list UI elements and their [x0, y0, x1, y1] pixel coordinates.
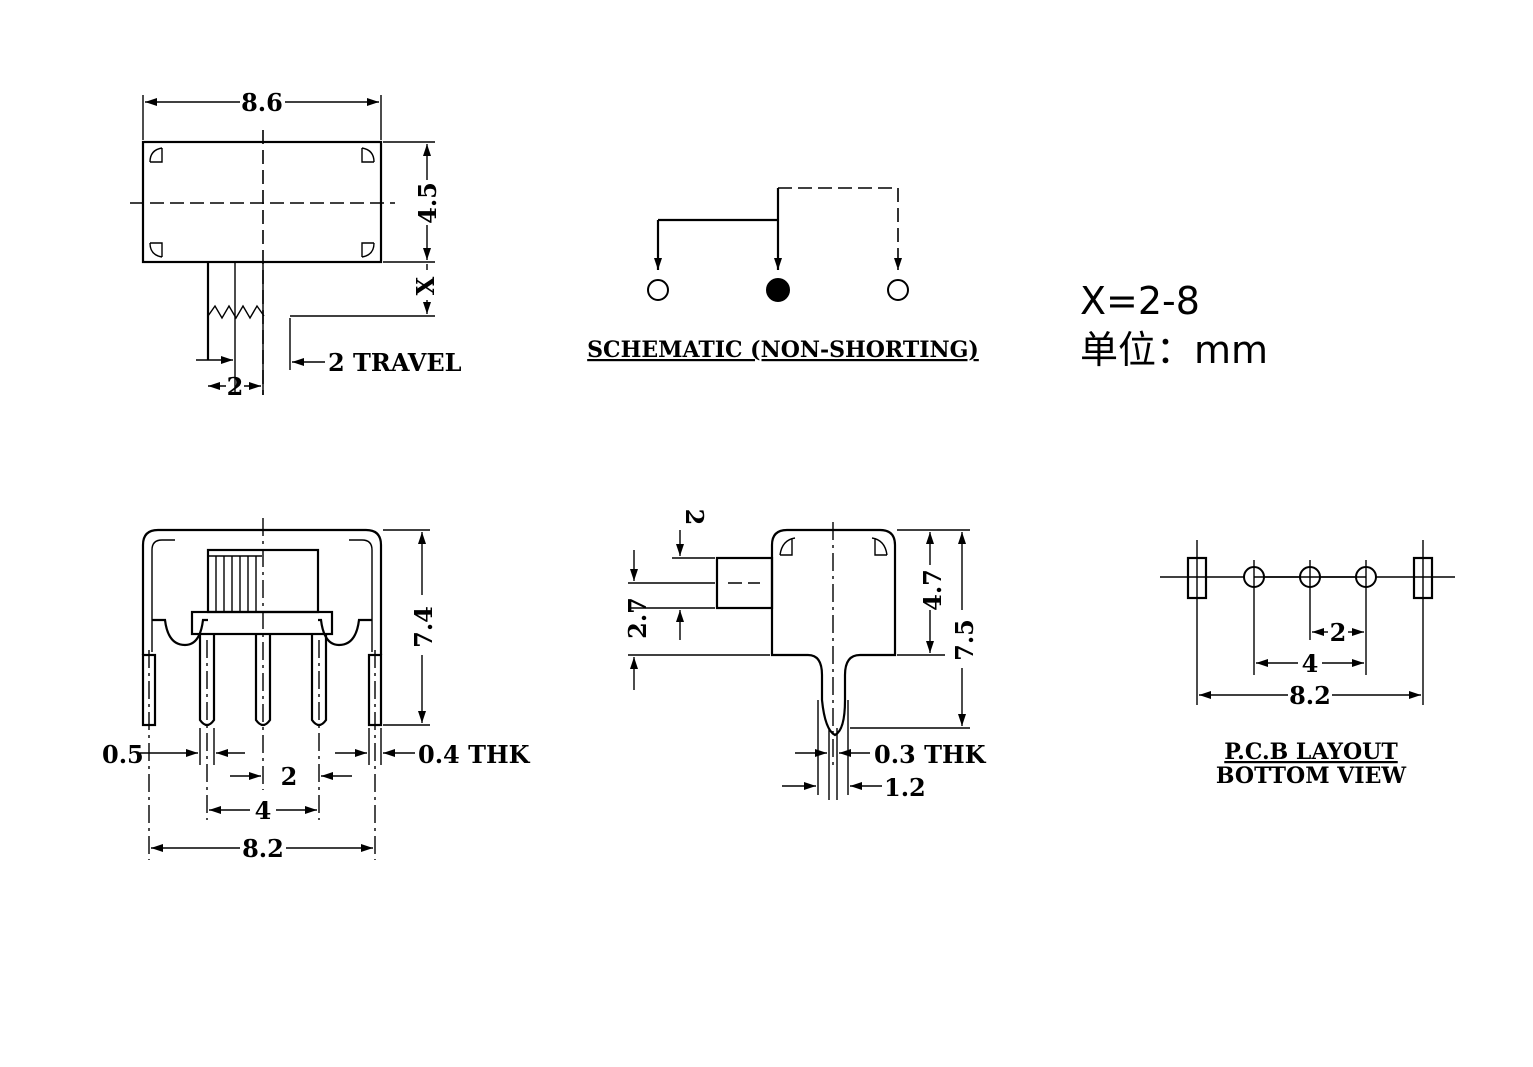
front-width-label: 8.2 — [242, 834, 284, 863]
top-travel-label: 2 TRAVEL — [328, 348, 462, 377]
unit-note: 单位：mm — [1080, 328, 1268, 372]
schematic-terminal-common — [766, 278, 790, 302]
schematic-caption: SCHEMATIC (NON-SHORTING) — [587, 337, 979, 363]
pcb-subtitle: BOTTOM VIEW — [1216, 763, 1406, 789]
schematic-terminal-left — [647, 279, 669, 301]
side-body-height-label: 4.7 — [918, 569, 947, 611]
top-body — [141, 140, 383, 264]
side-pin-thk-label: 0.3 THK — [874, 740, 987, 769]
top-handle-width-label: 2 — [227, 372, 244, 401]
front-height-label: 7.4 — [409, 606, 438, 648]
front-right-thk-label: 0.4 THK — [418, 740, 531, 769]
top-width-label: 8.6 — [241, 88, 283, 117]
schematic: SCHEMATIC (NON-SHORTING) — [587, 187, 979, 363]
notes: X=2-8 单位：mm — [1080, 279, 1268, 372]
side-view: 2 2.7 4.7 7.5 0.3 THK 1.2 — [623, 509, 987, 802]
side-overall-height-label: 7.5 — [950, 619, 979, 661]
front-span-label: 4 — [255, 796, 272, 825]
pcb-pitch-label: 2 — [1330, 618, 1347, 647]
side-actuator-height-label: 2.7 — [623, 597, 652, 639]
pcb-span-label: 4 — [1302, 649, 1319, 678]
pcb-width-label: 8.2 — [1289, 681, 1331, 710]
pcb-layout: 2 4 8.2 P.C.B LAYOUT BOTTOM VIEW — [1160, 540, 1455, 789]
top-height-label: 4.5 — [413, 182, 442, 224]
front-left-thk-label: 0.5 — [102, 740, 144, 769]
front-view: 7.4 0.5 0.4 THK 2 4 8.2 — [102, 518, 531, 863]
side-pin-width-label: 1.2 — [884, 773, 926, 802]
top-x-label: X — [411, 276, 440, 295]
x-range-note: X=2-8 — [1080, 279, 1200, 323]
side-offset-label: 2 — [680, 509, 709, 526]
schematic-terminal-right — [887, 279, 909, 301]
top-view: 8.6 4.5 X 2 TRAVEL 2 — [130, 88, 462, 401]
front-pitch-label: 2 — [281, 762, 298, 791]
pcb-title: P.C.B LAYOUT — [1224, 739, 1398, 765]
